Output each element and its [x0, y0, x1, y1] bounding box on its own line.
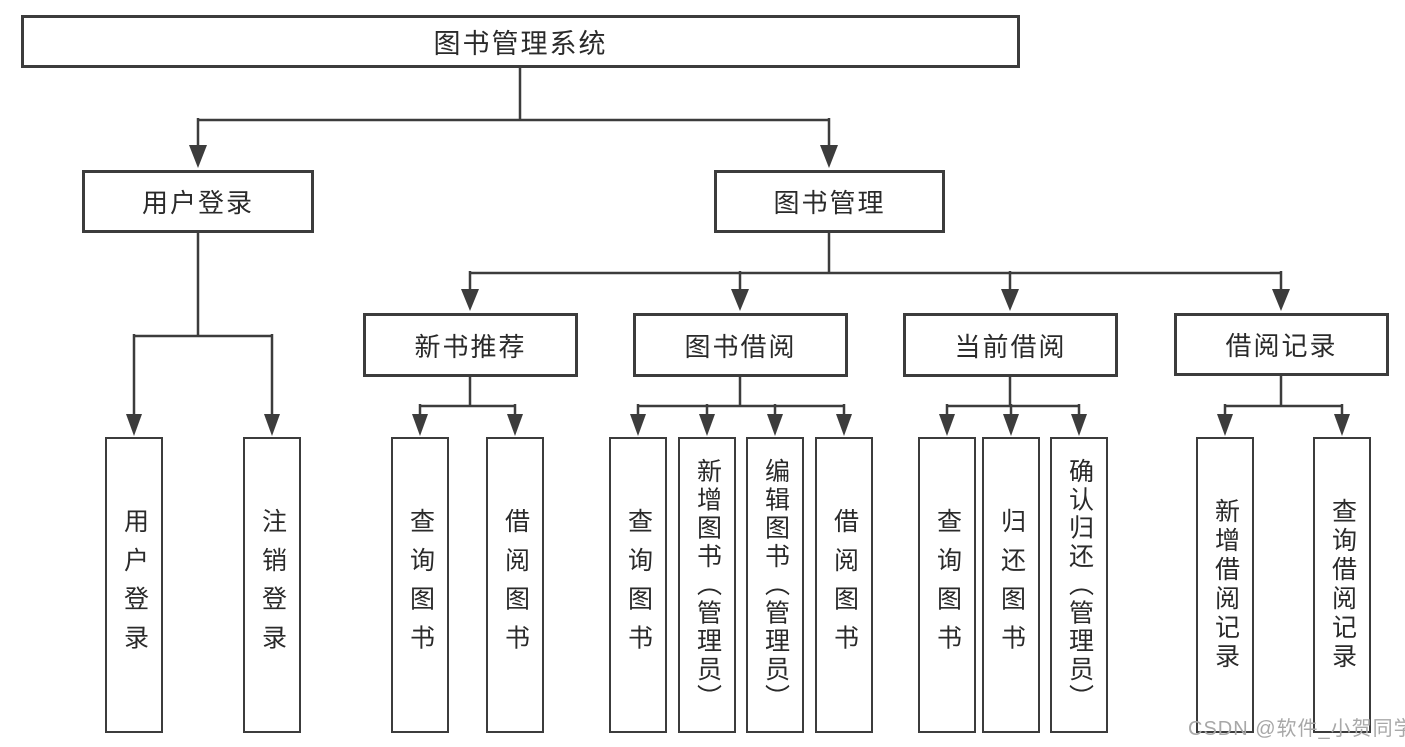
- node-label: 用户登录: [141, 188, 254, 218]
- leaf-query-borrow-record: 查询借阅记录: [1313, 437, 1371, 733]
- node-library-system: 图书管理系统: [21, 15, 1020, 68]
- node-label: 归还图书: [997, 507, 1026, 663]
- leaf-user-login: 用户登录: [105, 437, 163, 733]
- node-label: 确认归还（管理员）: [1065, 457, 1094, 713]
- leaf-borrow-books-newbook: 借阅图书: [486, 437, 544, 733]
- node-label: 新增图书（管理员）: [693, 457, 722, 713]
- node-book-management: 图书管理: [714, 170, 945, 233]
- node-borrow-record: 借阅记录: [1174, 313, 1389, 376]
- node-new-book-recommend: 新书推荐: [363, 313, 578, 377]
- node-label: 注销登录: [258, 507, 287, 663]
- node-label: 新书推荐: [414, 331, 527, 362]
- leaf-confirm-return-admin: 确认归还（管理员）: [1050, 437, 1108, 733]
- node-current-borrow: 当前借阅: [903, 313, 1118, 377]
- node-label: 查询图书: [933, 507, 962, 663]
- node-label: 图书借阅: [684, 331, 797, 362]
- leaf-query-books-newbook: 查询图书: [391, 437, 449, 733]
- node-label: 查询图书: [624, 507, 653, 663]
- arrowheads: [126, 145, 1350, 436]
- node-label: 图书管理: [773, 188, 886, 218]
- node-label: 当前借阅: [954, 331, 1067, 362]
- leaf-logout: 注销登录: [243, 437, 301, 733]
- node-label: 编辑图书（管理员）: [761, 457, 790, 713]
- node-user-login: 用户登录: [82, 170, 314, 233]
- node-book-borrow: 图书借阅: [633, 313, 848, 377]
- node-label: 新增借阅记录: [1211, 498, 1240, 672]
- leaf-add-books-admin: 新增图书（管理员）: [678, 437, 736, 733]
- node-label: 查询图书: [406, 507, 435, 663]
- csdn-watermark: CSDN @软件_小贺同学: [1188, 718, 1405, 740]
- node-label: 图书管理系统: [433, 29, 608, 59]
- node-label: 借阅记录: [1225, 331, 1338, 361]
- leaf-query-books-current: 查询图书: [918, 437, 976, 733]
- leaf-borrow-books-borrow: 借阅图书: [815, 437, 873, 733]
- leaf-query-books-borrow: 查询图书: [609, 437, 667, 733]
- node-label: 借阅图书: [501, 507, 530, 663]
- leaf-edit-books-admin: 编辑图书（管理员）: [746, 437, 804, 733]
- leaf-add-borrow-record: 新增借阅记录: [1196, 437, 1254, 733]
- leaf-return-books: 归还图书: [982, 437, 1040, 733]
- node-label: 用户登录: [120, 507, 149, 663]
- node-label: 借阅图书: [830, 507, 859, 663]
- node-label: 查询借阅记录: [1328, 498, 1357, 672]
